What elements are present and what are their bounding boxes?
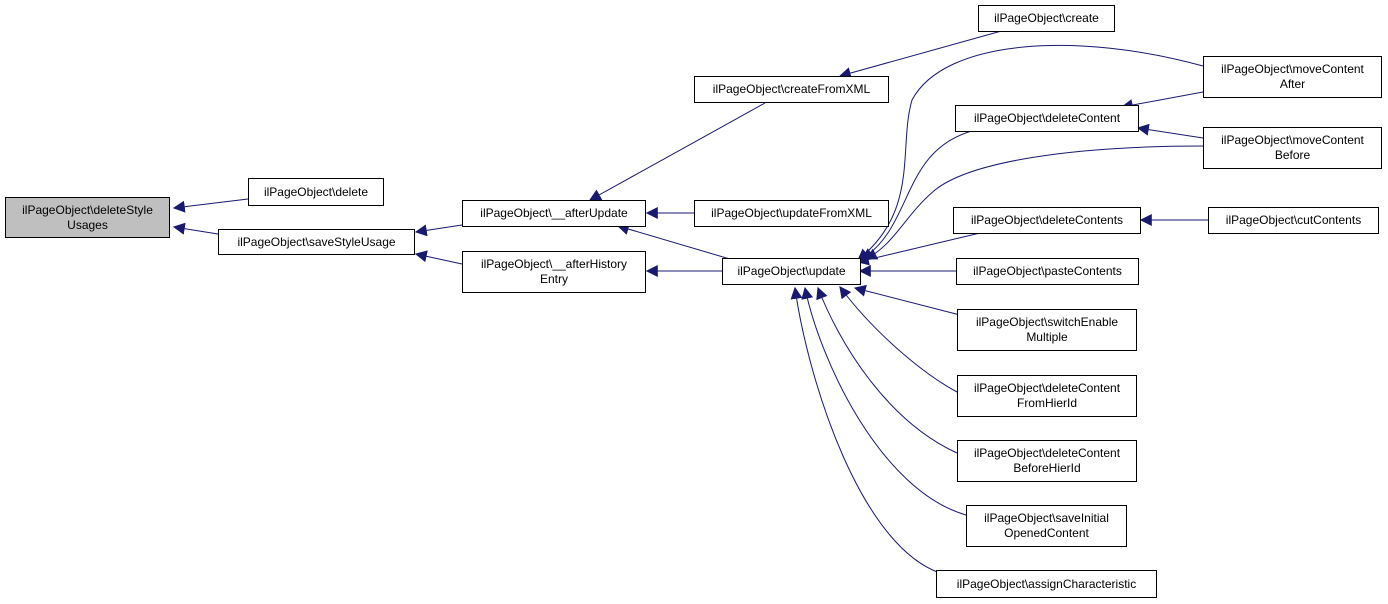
node-label-line: ilPageObject\pasteContents <box>973 264 1122 278</box>
node-label-line: ilPageObject\switchEnable <box>975 315 1119 329</box>
node-create[interactable]: ilPageObject\create <box>978 5 1115 32</box>
node-label-line: ilPageObject\moveContent <box>1221 133 1364 147</box>
node-label-line: FromHierId <box>1016 396 1077 410</box>
node-label-line: ilPageObject\assignCharacteristic <box>956 576 1137 591</box>
node-label-line: ilPageObject\updateFromXML <box>711 206 872 220</box>
node-label-line: Multiple <box>1026 330 1068 344</box>
node-delete[interactable]: ilPageObject\delete <box>248 178 384 206</box>
edge-delete-to-deleteStyleUsages <box>172 198 249 213</box>
edge-switchEnableMultiple-to-update <box>853 284 961 316</box>
edge-deleteContentFromHierId-to-update <box>839 286 958 393</box>
node-updateFromXML[interactable]: ilPageObject\updateFromXML <box>694 200 889 227</box>
node-label-line: ilPageObject\saveInitial <box>984 511 1109 525</box>
node-cutContents[interactable]: ilPageObject\cutContents <box>1208 207 1379 234</box>
node-update[interactable]: ilPageObject\update <box>722 258 861 285</box>
node-saveStyleUsage[interactable]: ilPageObject\saveStyleUsage <box>218 229 415 255</box>
node-assignCharacteristic[interactable]: ilPageObject\assignCharacteristic <box>936 570 1157 598</box>
edge-moveContentBefore-to-deleteContent <box>1136 123 1204 139</box>
node-label-line: ilPageObject\create <box>994 11 1099 25</box>
node-deleteContentBeforeHierId[interactable]: ilPageObject\deleteContent BeforeHierId <box>957 440 1137 482</box>
node-createFromXML[interactable]: ilPageObject\createFromXML <box>694 76 889 103</box>
node-label-line: ilPageObject\__afterHistory <box>480 257 628 271</box>
edge-deleteContents-to-update <box>856 232 981 266</box>
node-moveContentAfter[interactable]: ilPageObject\moveContent After <box>1203 56 1382 98</box>
edge-saveInitialOpenedContent-to-update <box>801 286 967 516</box>
edge-assignCharacteristic-to-update <box>790 286 941 574</box>
node-switchEnableMultiple[interactable]: ilPageObject\switchEnable Multiple <box>957 309 1137 351</box>
node-label-line: ilPageObject\saveStyleUsage <box>237 234 396 249</box>
edge-update-to-afterUpdate <box>616 223 741 263</box>
node-label-line: After <box>1279 77 1306 91</box>
node-label-line: ilPageObject\deleteContents <box>970 213 1124 227</box>
node-label-line: ilPageObject\deleteContent <box>973 381 1121 395</box>
node-moveContentBefore[interactable]: ilPageObject\moveContent Before <box>1203 127 1382 169</box>
node-label-line: ilPageObject\update <box>737 264 846 278</box>
node-label-line: OpenedContent <box>1004 526 1089 540</box>
node-pasteContents[interactable]: ilPageObject\pasteContents <box>956 258 1139 285</box>
edge-afterUpdate-to-saveStyleUsage <box>414 224 463 237</box>
node-deleteStyleUsages: ilPageObject\deleteStyle Usages <box>5 197 170 238</box>
node-label-line: ilPageObject\deleteContent <box>973 446 1121 460</box>
edge-moveContentBefore-to-update <box>864 145 1204 260</box>
node-label-line: ilPageObject\delete <box>263 184 369 199</box>
node-label-line: ilPageObject\cutContents <box>1225 213 1362 227</box>
node-label-line: ilPageObject\__afterUpdate <box>480 206 628 220</box>
node-label-line: ilPageObject\deleteContent <box>973 111 1121 125</box>
node-label-line: ilPageObject\moveContent <box>1221 62 1364 76</box>
node-deleteContentFromHierId[interactable]: ilPageObject\deleteContent FromHierId <box>957 375 1137 417</box>
edge-saveStyleUsage-to-deleteStyleUsages <box>172 222 219 235</box>
edge-moveContentAfter-to-deleteContent <box>1120 91 1204 111</box>
edge-afterHistoryEntry-to-saveStyleUsage <box>414 250 463 265</box>
edge-deleteContentBeforeHierId-to-update <box>816 286 958 454</box>
node-label-line: BeforeHierId <box>1013 461 1081 475</box>
node-saveInitialOpenedContent[interactable]: ilPageObject\saveInitial OpenedContent <box>966 505 1127 547</box>
edge-moveContentAfter-to-update <box>857 45 1204 261</box>
edge-deleteContent-to-update <box>860 129 976 260</box>
edge-create-to-createFromXML <box>838 29 1006 79</box>
node-label-line: Entry <box>539 272 568 286</box>
node-deleteContents[interactable]: ilPageObject\deleteContents <box>953 207 1141 234</box>
node-afterHistoryEntry[interactable]: ilPageObject\__afterHistory Entry <box>462 251 646 293</box>
node-deleteContent[interactable]: ilPageObject\deleteContent <box>955 105 1139 132</box>
node-label-line: Before <box>1274 148 1311 162</box>
edge-createFromXML-to-afterUpdate <box>588 102 766 201</box>
node-afterUpdate[interactable]: ilPageObject\__afterUpdate <box>462 200 646 227</box>
node-label-line: Usages <box>67 217 108 232</box>
node-label-line: ilPageObject\deleteStyle <box>22 202 153 217</box>
node-label-line: ilPageObject\createFromXML <box>712 82 871 96</box>
